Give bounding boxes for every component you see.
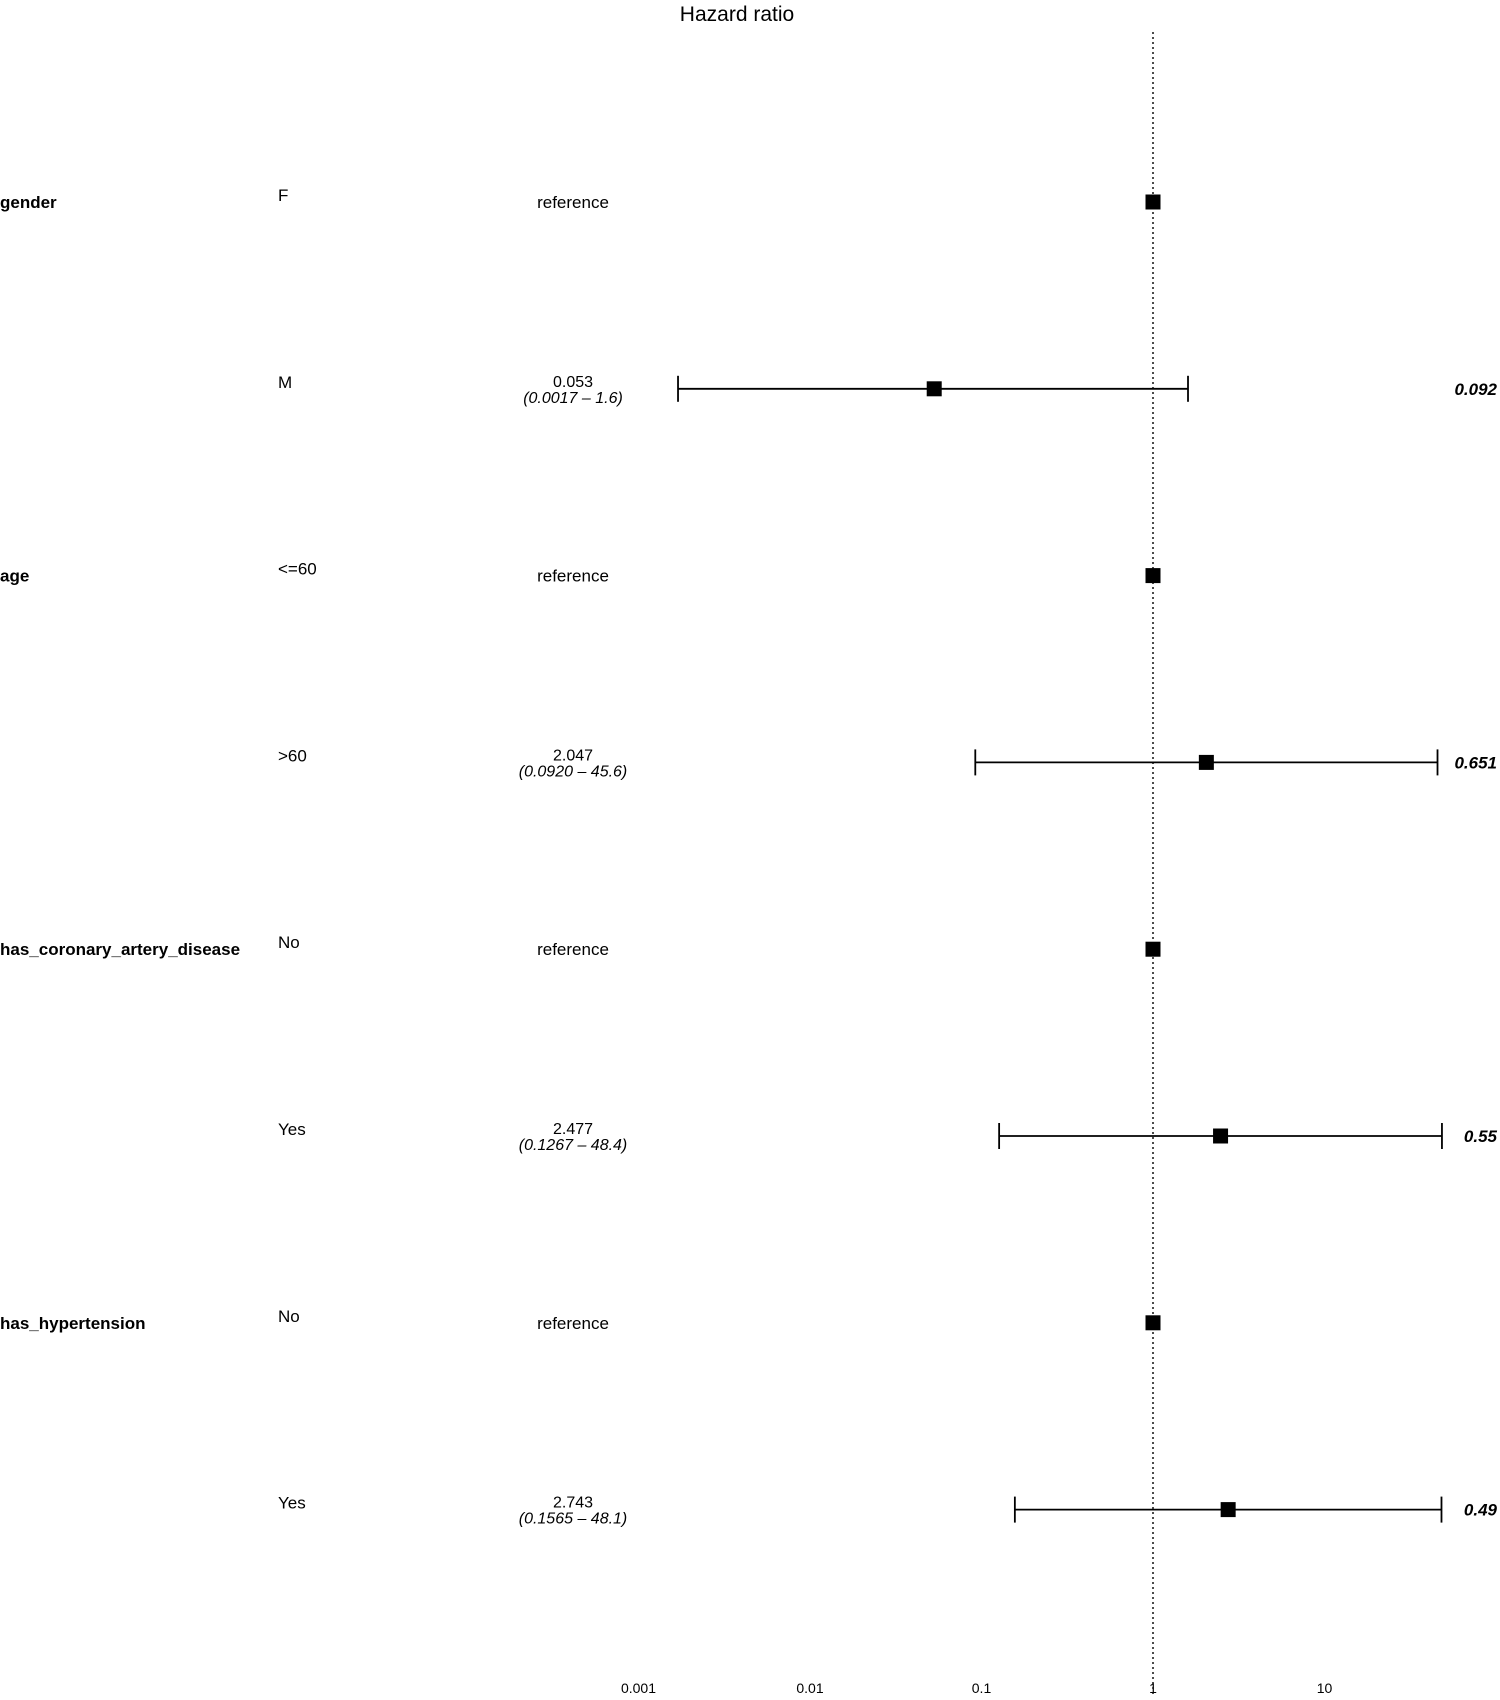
estimate-label: 0.053 xyxy=(553,374,593,391)
chart-title: Hazard ratio xyxy=(680,3,794,26)
hr-marker xyxy=(1145,1315,1161,1331)
level-label: No xyxy=(278,933,300,952)
hr-marker xyxy=(1145,568,1161,584)
level-label: Yes xyxy=(278,1494,306,1513)
level-label: <=60 xyxy=(278,560,317,579)
ci-label: (0.0017 – 1.6) xyxy=(523,390,623,407)
p-value: 0.55 xyxy=(1464,1127,1498,1146)
x-tick-label: 10 xyxy=(1317,1680,1333,1696)
forest-row: age <=60 reference xyxy=(0,560,1161,586)
hr-marker xyxy=(926,381,942,397)
ci-label: (0.0920 – 45.6) xyxy=(519,763,628,780)
p-value: 0.092 xyxy=(1454,380,1497,399)
reference-label: reference xyxy=(537,1314,609,1333)
forest-row: Yes 2.743(0.1565 – 48.1) 0.49 xyxy=(278,1494,1498,1528)
level-label: No xyxy=(278,1307,300,1326)
level-label: >60 xyxy=(278,746,307,765)
p-value: 0.651 xyxy=(1454,753,1497,772)
forest-row: has_coronary_artery_disease No reference xyxy=(0,933,1161,959)
variable-label: has_hypertension xyxy=(0,1314,146,1333)
x-tick-label: 0.01 xyxy=(796,1680,823,1696)
x-tick-label: 0.001 xyxy=(621,1680,656,1696)
hr-marker xyxy=(1220,1502,1236,1518)
ci-label: (0.1565 – 48.1) xyxy=(519,1511,628,1528)
p-value: 0.49 xyxy=(1464,1501,1498,1520)
x-axis: 0.001 0.01 0.1 1 10 xyxy=(621,1680,1333,1696)
forest-row: has_hypertension No reference xyxy=(0,1307,1161,1333)
reference-label: reference xyxy=(537,567,609,586)
hr-marker xyxy=(1145,194,1161,210)
estimate-label: 2.047 xyxy=(553,747,593,764)
ci-label: (0.1267 – 48.4) xyxy=(519,1137,628,1154)
x-tick-label: 1 xyxy=(1149,1680,1157,1696)
reference-label: reference xyxy=(537,193,609,212)
forest-row: M 0.053(0.0017 – 1.6) 0.092 xyxy=(278,373,1498,407)
variable-label: age xyxy=(0,567,29,586)
level-label: Yes xyxy=(278,1120,306,1139)
x-tick-label: 0.1 xyxy=(972,1680,992,1696)
forest-row: >60 2.047(0.0920 – 45.6) 0.651 xyxy=(278,746,1497,780)
forest-row: Yes 2.477(0.1267 – 48.4) 0.55 xyxy=(278,1120,1498,1154)
level-label: M xyxy=(278,373,292,392)
hr-marker xyxy=(1213,1128,1229,1144)
hr-marker xyxy=(1198,754,1214,770)
reference-label: reference xyxy=(537,940,609,959)
estimate-label: 2.743 xyxy=(553,1495,593,1512)
estimate-label: 2.477 xyxy=(553,1121,593,1138)
variable-label: has_coronary_artery_disease xyxy=(0,940,240,959)
level-label: F xyxy=(278,186,288,205)
variable-label: gender xyxy=(0,193,57,212)
hr-marker xyxy=(1145,941,1161,957)
